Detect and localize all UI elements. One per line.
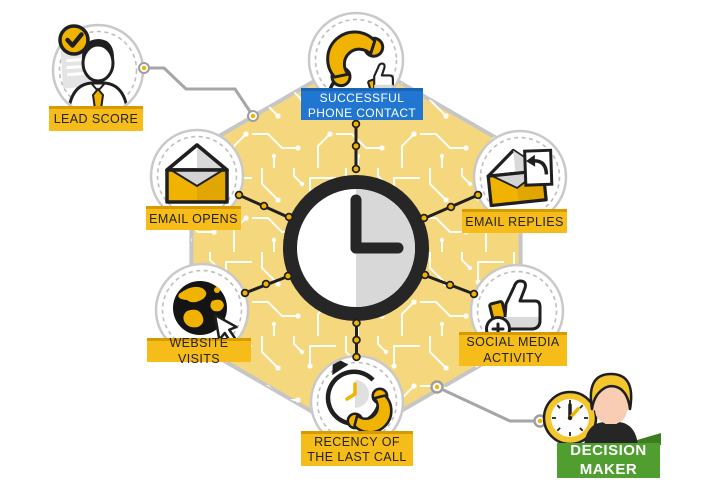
- label-successful-phone-contact: SUCCESSFUL PHONE CONTACT: [301, 88, 423, 120]
- envelope-reply-icon: [486, 148, 554, 208]
- decision-maker-connector-line: [435, 383, 538, 425]
- open-envelope-icon: [165, 143, 229, 204]
- label-recency-line1: RECENCY OF: [314, 434, 400, 449]
- label-recency-line2: THE LAST CALL: [307, 450, 407, 464]
- label-lead-score-text: LEAD SCORE: [53, 112, 139, 127]
- label-website-visits-text: WEBSITE VISITS: [169, 336, 229, 366]
- label-decision-maker-line1: DECISION: [570, 442, 647, 460]
- clock-icon: [283, 175, 429, 321]
- label-website-visits: WEBSITE VISITS: [147, 336, 251, 366]
- label-email-opens: EMAIL OPENS: [146, 206, 241, 230]
- label-email-replies-text: EMAIL REPLIES: [465, 214, 564, 229]
- phone-history-icon: [325, 357, 393, 434]
- label-social-media-activity-line2: ACTIVITY: [483, 350, 543, 365]
- label-email-opens-text: EMAIL OPENS: [149, 211, 238, 226]
- label-social-media-activity-line1: SOCIAL MEDIA: [466, 335, 560, 350]
- person-clock-icon: [542, 372, 661, 450]
- lead-score-connector-line: [144, 64, 256, 118]
- thumbs-up-plus-icon: [485, 279, 542, 342]
- label-recency-of-the-last-call: RECENCY OF THE LAST CALL: [301, 431, 413, 466]
- label-lead-score: LEAD SCORE: [49, 106, 143, 131]
- label-decision-maker: DECISION MAKER: [557, 442, 660, 478]
- check-badge-icon: [58, 24, 90, 56]
- globe-cursor-icon: [173, 281, 238, 343]
- label-successful-phone-contact-line1: SUCCESSFUL: [319, 90, 405, 105]
- label-decision-maker-line2: MAKER: [579, 460, 638, 478]
- label-email-replies: EMAIL REPLIES: [462, 209, 567, 233]
- small-clock-icon: [542, 390, 598, 446]
- label-social-media-activity: SOCIAL MEDIA ACTIVITY: [459, 332, 567, 366]
- spoke-dots: [234, 119, 483, 362]
- label-successful-phone-contact-line2: PHONE CONTACT: [307, 105, 417, 120]
